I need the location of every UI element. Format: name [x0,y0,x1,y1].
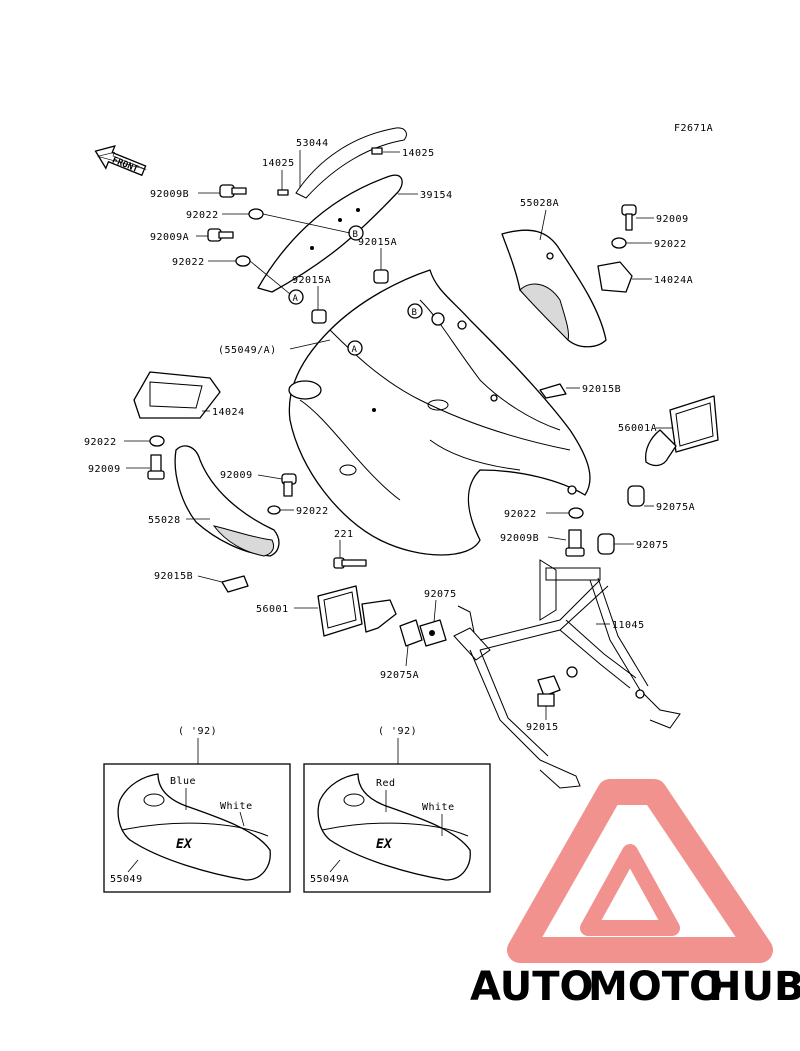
svg-text:A: A [352,345,358,355]
grommet-92075a-right [627,485,645,507]
grommet-92015a-a [373,269,389,284]
bolt-92009b-low [565,529,585,557]
svg-text:11045: 11045 [612,620,645,631]
logo-moto: MOTO [588,964,723,1010]
pin-right [371,147,383,155]
upper-fairing [288,269,591,556]
svg-text:92009A: 92009A [150,232,189,243]
svg-text:92009: 92009 [88,464,121,475]
svg-text:55028: 55028 [148,515,181,526]
svg-text:A: A [293,294,299,304]
bolt-92009b-top [219,184,247,198]
pin-left [277,189,289,196]
side-panel-right [501,229,607,348]
svg-text:92015B: 92015B [582,384,621,395]
washer-92022-low [568,507,584,519]
svg-text:92075A: 92075A [380,670,419,681]
washer-92022-mid [267,505,281,515]
svg-text:39154: 39154 [420,190,453,201]
side-panel-left [174,445,280,557]
bolt-221 [333,557,367,569]
clip-92015b-left [221,575,249,593]
svg-text:53044: 53044 [296,138,329,149]
washer-92022-a [248,208,264,220]
svg-text:14025: 14025 [262,158,295,169]
svg-text:221: 221 [334,529,354,540]
nut-92015 [537,675,561,707]
front-arrow-icon: FRONT [94,145,147,177]
windshield-trim [295,127,407,199]
svg-text:92022: 92022 [296,506,329,517]
svg-text:56001: 56001 [256,604,289,615]
svg-text:92022: 92022 [654,239,687,250]
washer-92022-left [149,435,165,447]
bolt-92009-right [621,204,637,231]
svg-text:EX: EX [376,837,393,852]
grommet-92015a-b [311,309,327,324]
svg-text:B: B [412,308,417,318]
svg-text:(55049/A): (55049/A) [218,345,277,356]
bolt-92009-left [147,454,165,480]
logo-hub: HUB [708,964,800,1010]
svg-text:92015: 92015 [526,722,559,733]
bracket-14024a [597,261,633,293]
grommet-92075-right [597,533,615,555]
svg-text:92015A: 92015A [358,237,397,248]
mirror-left [317,585,397,637]
clip-92015b-right [539,383,567,399]
svg-text:14024: 14024 [212,407,245,418]
svg-text:92022: 92022 [84,437,117,448]
washer-92022-b [235,255,251,267]
marker-b2 [407,303,423,319]
mirror-right [644,395,719,467]
logo-auto: AUTO [470,964,594,1010]
svg-text:56001A: 56001A [618,423,657,434]
bolt-92009a [207,228,234,242]
inset-2-color2: White [422,802,455,813]
inset-55049: ( '92) EX Blue White 55049 [103,726,291,893]
svg-text:92075: 92075 [636,540,669,551]
svg-text:92015A: 92015A [292,275,331,286]
svg-text:92009: 92009 [220,470,253,481]
svg-text:92022: 92022 [172,257,205,268]
washer-92022-right [611,237,627,249]
grommet-92075a-low [399,619,423,647]
svg-text:14024A: 14024A [654,275,693,286]
inset-1-part: 55049 [110,874,143,885]
inset-2-color1: Red [376,778,396,789]
windshield [257,174,403,293]
callouts: 53044 14025 14025 39154 92009B 92022 920… [84,138,695,733]
svg-text:14025: 14025 [402,148,435,159]
inset-55049a: ( '92) EX Red White 55049A [303,726,491,893]
svg-text:92022: 92022 [504,509,537,520]
figure-code: F2671A [674,123,713,134]
marker-a2 [347,340,363,356]
svg-text:EX: EX [176,837,193,852]
inset-1-color1: Blue [170,776,196,787]
svg-text:92022: 92022 [186,210,219,221]
svg-text:92075A: 92075A [656,502,695,513]
svg-text:92009B: 92009B [500,533,539,544]
svg-text:92009: 92009 [656,214,689,225]
automotohub-logo: AUTO MOTO HUB [470,779,800,1010]
svg-text:92015B: 92015B [154,571,193,582]
inset-2-year: ( '92) [378,726,417,737]
svg-text:B: B [353,230,358,240]
marker-a1 [288,289,304,305]
svg-text:92075: 92075 [424,589,457,600]
svg-text:92009B: 92009B [150,189,189,200]
svg-text:55028A: 55028A [520,198,559,209]
inset-1-year: ( '92) [178,726,217,737]
inset-1-color2: White [220,801,253,812]
bolt-92009-mid [281,473,297,497]
fairing-stay [453,559,681,789]
inset-2-part: 55049A [310,874,349,885]
fairing-vent [288,380,322,400]
